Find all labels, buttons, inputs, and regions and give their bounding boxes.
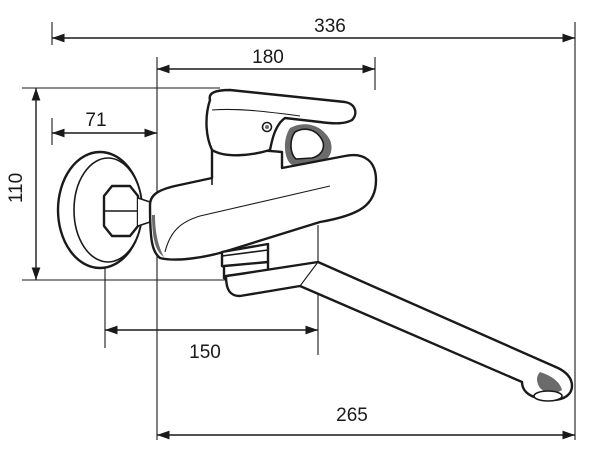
dimension-110: 110 xyxy=(6,88,41,280)
faucet xyxy=(56,88,574,402)
hex-nut xyxy=(102,184,151,238)
cartridge xyxy=(284,124,332,165)
dimension-336: 336 xyxy=(51,16,575,43)
dimension-150: 150 xyxy=(105,325,318,363)
dimension-265-label: 265 xyxy=(336,405,368,426)
dimension-71-label: 71 xyxy=(85,110,106,131)
lever-handle xyxy=(205,88,357,157)
dimension-110-label: 110 xyxy=(6,173,27,203)
dimension-180-label: 180 xyxy=(252,47,284,68)
dimension-71: 71 xyxy=(51,110,157,138)
spout xyxy=(224,260,574,402)
dimension-265: 265 xyxy=(157,405,575,440)
dimension-180: 180 xyxy=(157,47,375,74)
faucet-body xyxy=(148,148,378,261)
dimension-336-label: 336 xyxy=(314,16,346,37)
dimension-150-label: 150 xyxy=(189,342,221,363)
